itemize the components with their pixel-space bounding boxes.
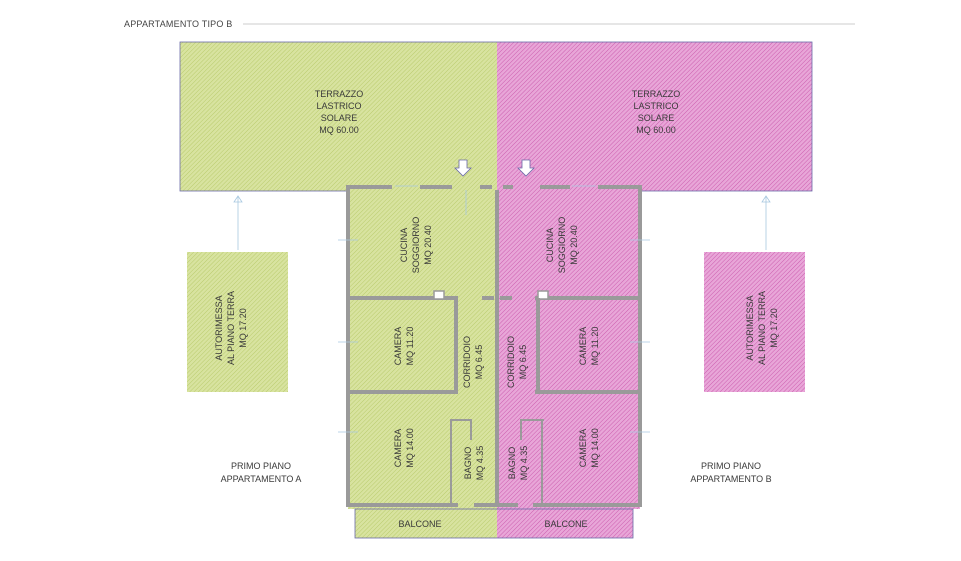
svg-text:SOGGIORNO: SOGGIORNO — [411, 217, 421, 274]
windows — [338, 185, 650, 433]
garage-b-label: AUTORIMESSA AL PIANO TERRA MQ 17.20 — [745, 291, 779, 365]
svg-text:MQ 17.20: MQ 17.20 — [769, 308, 779, 348]
svg-text:MQ 11.20: MQ 11.20 — [405, 327, 415, 366]
svg-text:BAGNO: BAGNO — [463, 447, 473, 480]
svg-text:AUTORIMESSA: AUTORIMESSA — [745, 295, 755, 360]
svg-text:AL PIANO TERRA: AL PIANO TERRA — [757, 291, 767, 365]
svg-text:MQ 4.35: MQ 4.35 — [519, 446, 529, 481]
svg-text:MQ 60.00: MQ 60.00 — [636, 125, 676, 135]
svg-text:CORRIDOIO: CORRIDOIO — [462, 336, 472, 388]
svg-text:LASTRICO: LASTRICO — [633, 101, 678, 111]
balcony-b-label: BALCONE — [544, 519, 587, 529]
balcony-a-label: BALCONE — [398, 519, 441, 529]
outer-walls — [346, 185, 642, 507]
garage-a-area — [187, 252, 288, 392]
svg-text:AL PIANO TERRA: AL PIANO TERRA — [226, 291, 236, 365]
garage-b-area — [704, 252, 805, 392]
caption-a: PRIMO PIANO APPARTAMENTO A — [221, 461, 302, 484]
svg-text:CORRIDOIO: CORRIDOIO — [506, 336, 516, 388]
svg-text:TERRAZZO: TERRAZZO — [632, 89, 681, 99]
svg-text:APPARTAMENTO B: APPARTAMENTO B — [690, 474, 771, 484]
terrace-a-area — [180, 42, 497, 191]
svg-text:PRIMO PIANO: PRIMO PIANO — [231, 461, 291, 471]
apartment-a-area — [348, 187, 497, 509]
svg-text:PRIMO PIANO: PRIMO PIANO — [701, 461, 761, 471]
entrance-arrow-a-icon — [454, 159, 472, 177]
apartment-b-area — [497, 187, 640, 509]
svg-text:SOLARE: SOLARE — [321, 113, 358, 123]
balcony-b-area — [497, 509, 633, 538]
caption-b: PRIMO PIANO APPARTAMENTO B — [690, 461, 771, 484]
svg-text:BAGNO: BAGNO — [507, 447, 517, 480]
balcony-outline — [354, 508, 634, 539]
svg-text:CAMERA: CAMERA — [393, 327, 403, 366]
room-a-camera1-label: CAMERA MQ 11.20 — [393, 327, 415, 366]
terrace-b-area — [497, 42, 812, 191]
svg-text:MQ 17.20: MQ 17.20 — [238, 308, 248, 348]
room-a-corridoio-label: CORRIDOIO MQ 6.45 — [462, 336, 484, 388]
room-b-corridoio-label: CORRIDOIO MQ 6.45 — [506, 336, 528, 388]
terrace-a-label: TERRAZZO LASTRICO SOLARE MQ 60.00 — [315, 89, 364, 135]
svg-text:CUCINA: CUCINA — [399, 228, 409, 263]
svg-text:MQ 14.00: MQ 14.00 — [590, 428, 600, 468]
svg-text:CUCINA: CUCINA — [545, 228, 555, 263]
svg-text:MQ 20.40: MQ 20.40 — [569, 225, 579, 265]
room-a-cucina-label: CUCINA SOGGIORNO MQ 20.40 — [399, 217, 433, 274]
svg-text:MQ 60.00: MQ 60.00 — [319, 125, 359, 135]
room-b-camera1-label: CAMERA MQ 11.20 — [578, 327, 600, 366]
terrace-b-label: TERRAZZO LASTRICO SOLARE MQ 60.00 — [632, 89, 681, 135]
room-b-cucina-label: CUCINA SOGGIORNO MQ 20.40 — [545, 217, 579, 274]
svg-text:SOLARE: SOLARE — [638, 113, 675, 123]
svg-text:MQ 6.45: MQ 6.45 — [474, 345, 484, 380]
garage-a-label: AUTORIMESSA AL PIANO TERRA MQ 17.20 — [214, 291, 248, 365]
room-a-camera2-label: CAMERA MQ 14.00 — [393, 428, 415, 468]
svg-text:CAMERA: CAMERA — [393, 429, 403, 468]
page-title: APPARTAMENTO TIPO B — [124, 19, 233, 29]
leader-arrow-a-icon — [233, 195, 243, 203]
room-a-bagno-label: BAGNO MQ 4.35 — [463, 446, 485, 481]
svg-text:MQ 6.45: MQ 6.45 — [518, 345, 528, 380]
balcony-a-area — [355, 509, 497, 538]
svg-text:MQ 20.40: MQ 20.40 — [423, 225, 433, 265]
room-b-bagno-label: BAGNO MQ 4.35 — [507, 446, 529, 481]
svg-text:MQ 11.20: MQ 11.20 — [590, 327, 600, 366]
svg-text:APPARTAMENTO A: APPARTAMENTO A — [221, 474, 302, 484]
svg-text:MQ 4.35: MQ 4.35 — [475, 446, 485, 481]
interior-walls-b — [500, 290, 640, 505]
svg-text:LASTRICO: LASTRICO — [316, 101, 361, 111]
svg-text:TERRAZZO: TERRAZZO — [315, 89, 364, 99]
room-b-camera2-label: CAMERA MQ 14.00 — [578, 428, 600, 468]
svg-text:AUTORIMESSA: AUTORIMESSA — [214, 295, 224, 360]
svg-text:SOGGIORNO: SOGGIORNO — [557, 217, 567, 274]
leader-arrow-b-icon — [761, 195, 771, 203]
interior-walls-a — [348, 290, 494, 505]
svg-text:CAMERA: CAMERA — [578, 327, 588, 366]
entrance-arrow-b-icon — [517, 159, 535, 177]
svg-text:CAMERA: CAMERA — [578, 429, 588, 468]
svg-text:MQ 14.00: MQ 14.00 — [405, 428, 415, 468]
